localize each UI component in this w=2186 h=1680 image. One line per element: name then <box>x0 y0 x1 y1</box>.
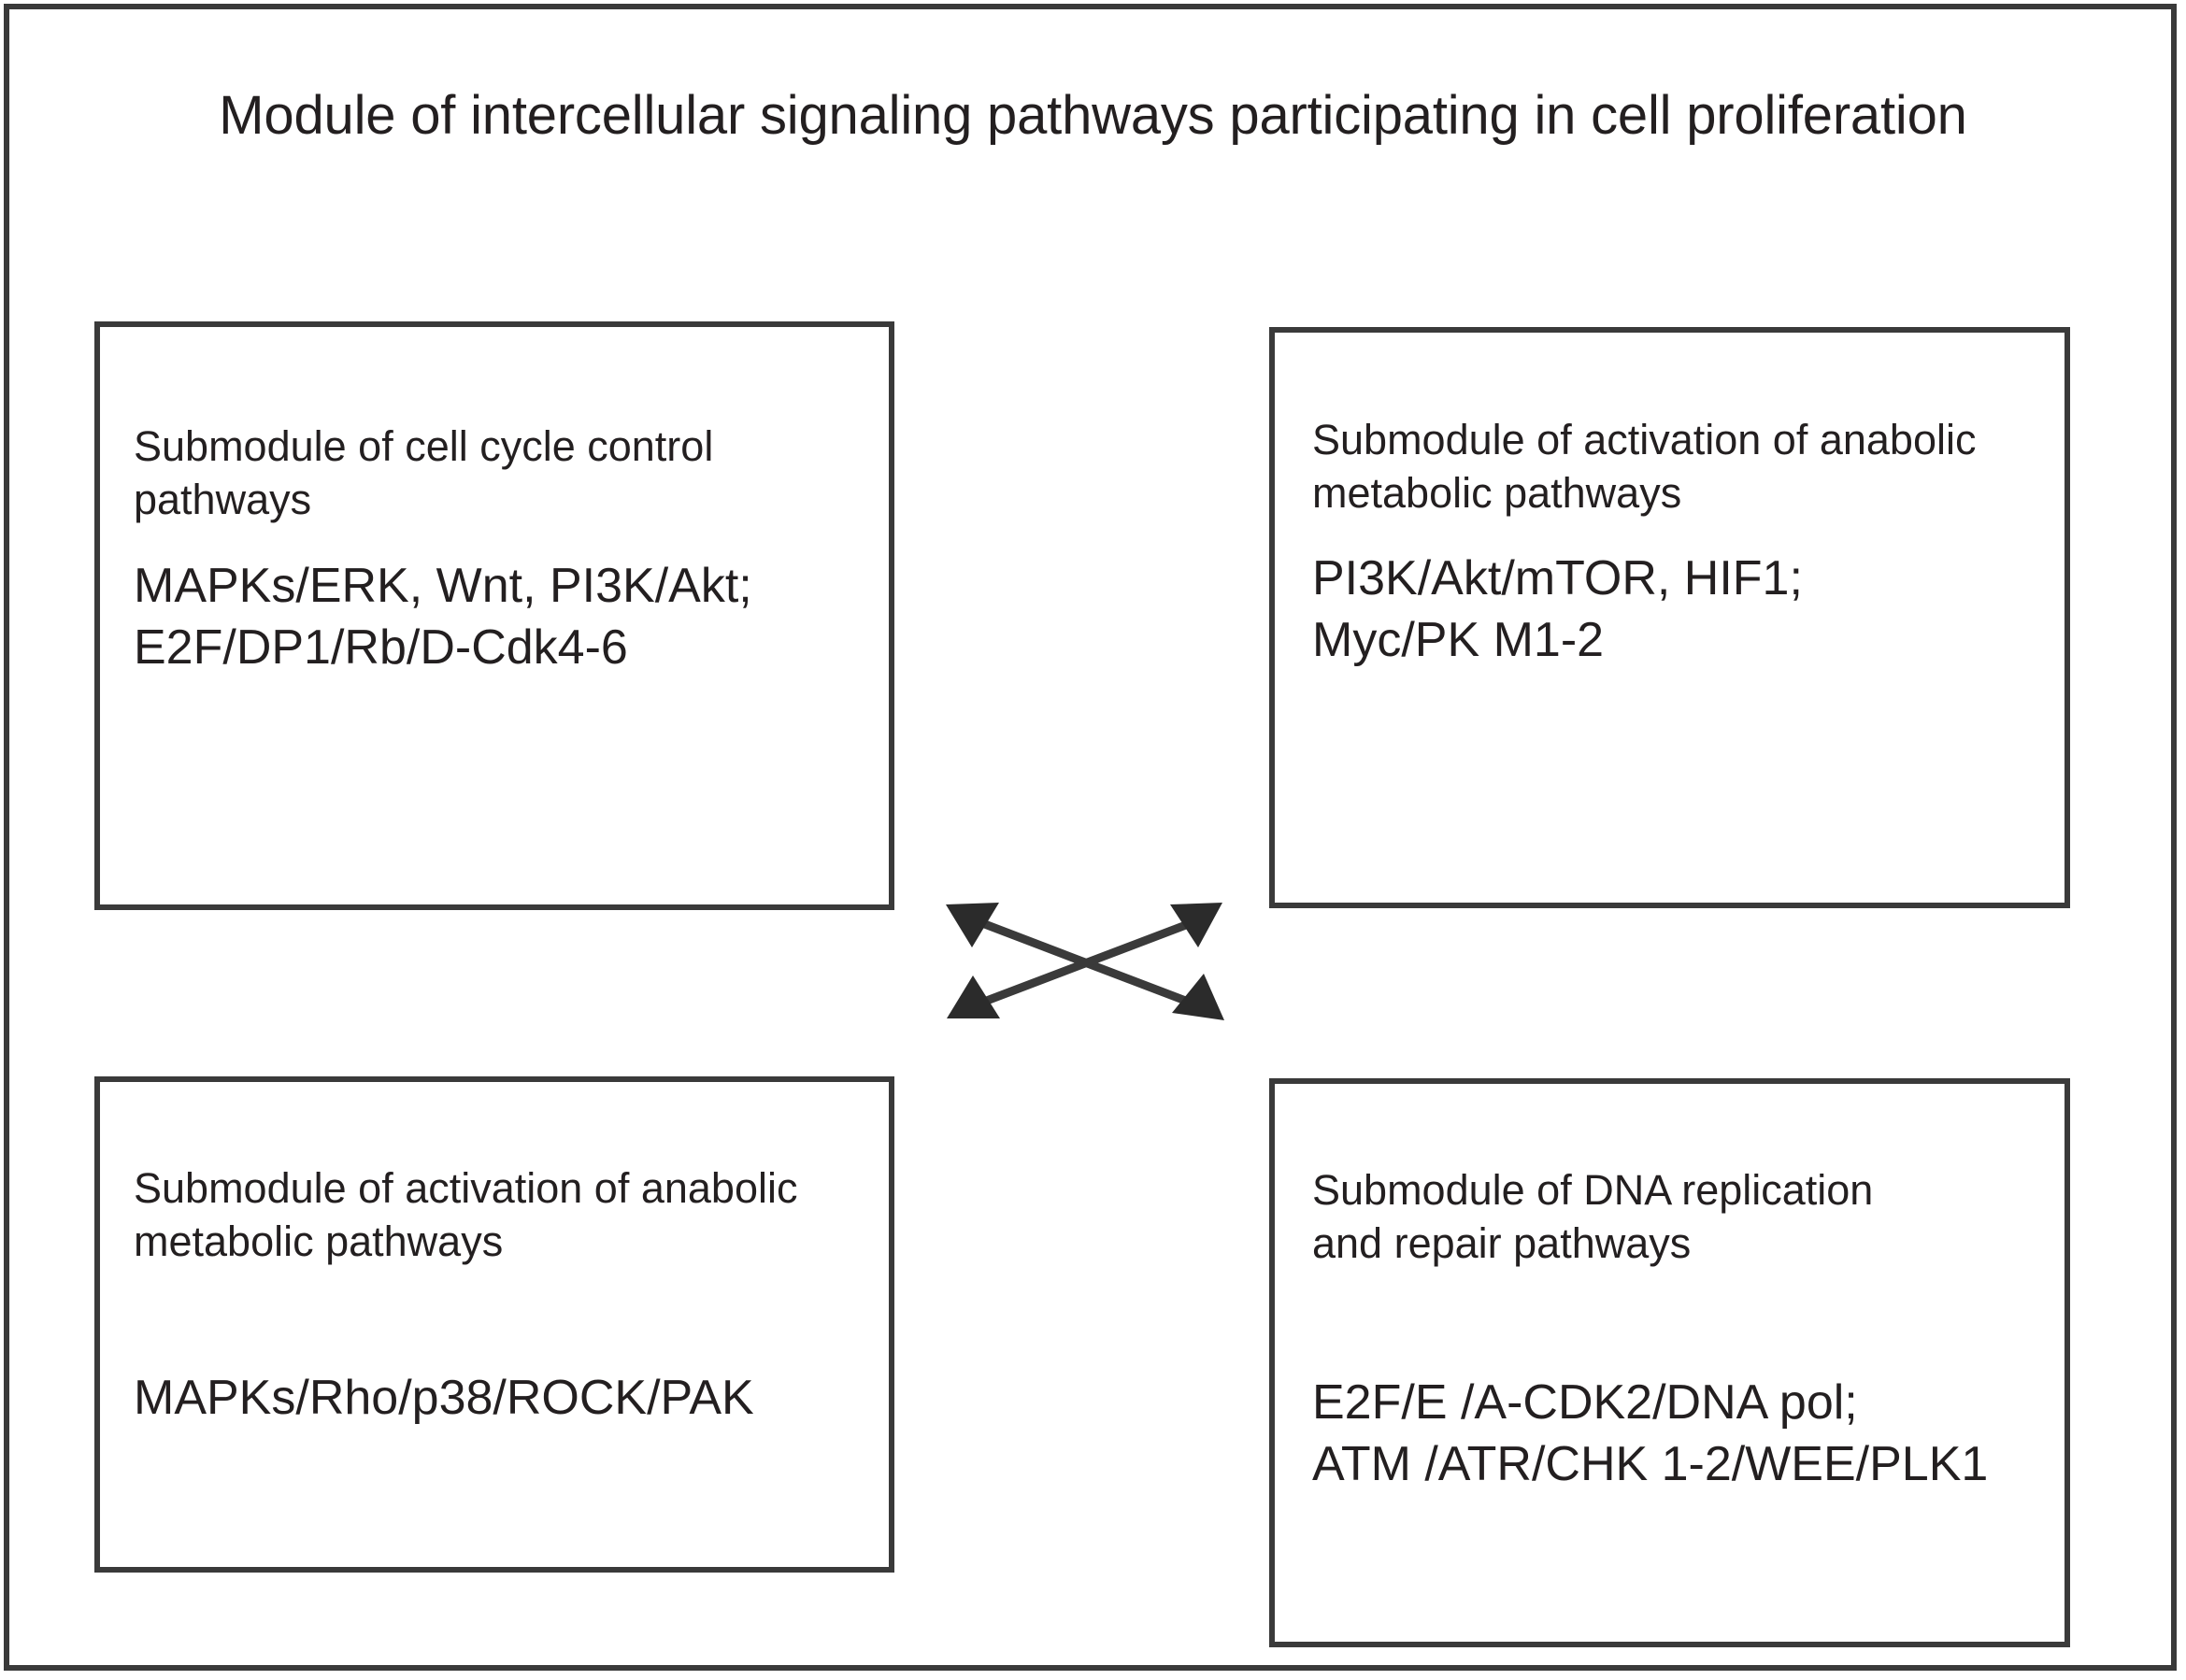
submodule-pathway-list: MAPKs/Rho/p38/ROCK/PAK <box>134 1371 754 1425</box>
submodule-pathway-list: E2F/E /A-CDK2/DNA pol; ATM /ATR/CHK 1-2/… <box>1312 1375 1989 1492</box>
submodule-box-anabolic-metabolic-top[interactable]: Submodule of activation of anabolic meta… <box>1269 327 2070 908</box>
submodule-box-dna-replication-repair[interactable]: Submodule of DNA replication and repair … <box>1269 1078 2070 1647</box>
submodule-heading: Submodule of activation of anabolic meta… <box>134 1164 798 1266</box>
submodule-box-anabolic-metabolic-bottom[interactable]: Submodule of activation of anabolic meta… <box>94 1076 894 1573</box>
submodule-box-cell-cycle-control[interactable]: Submodule of cell cycle control pathways… <box>94 321 894 910</box>
box-content: Submodule of cell cycle control pathways… <box>100 327 889 904</box>
box-content: Submodule of activation of anabolic meta… <box>100 1082 889 1567</box>
submodule-pathway-list: PI3K/Akt/mTOR, HIF1; Myc/PK M1-2 <box>1312 551 1803 668</box>
submodule-heading: Submodule of DNA replication and repair … <box>1312 1166 1874 1268</box>
box-content: Submodule of DNA replication and repair … <box>1275 1084 2065 1642</box>
submodule-heading: Submodule of cell cycle control pathways <box>134 422 714 524</box>
box-content: Submodule of activation of anabolic meta… <box>1275 333 2065 903</box>
submodule-heading: Submodule of activation of anabolic meta… <box>1312 416 1977 518</box>
figure-title: Module of intercellular signaling pathwa… <box>219 85 1967 146</box>
submodule-pathway-list: MAPKs/ERK, Wnt, PI3K/Akt; E2F/DP1/Rb/D-C… <box>134 559 752 676</box>
